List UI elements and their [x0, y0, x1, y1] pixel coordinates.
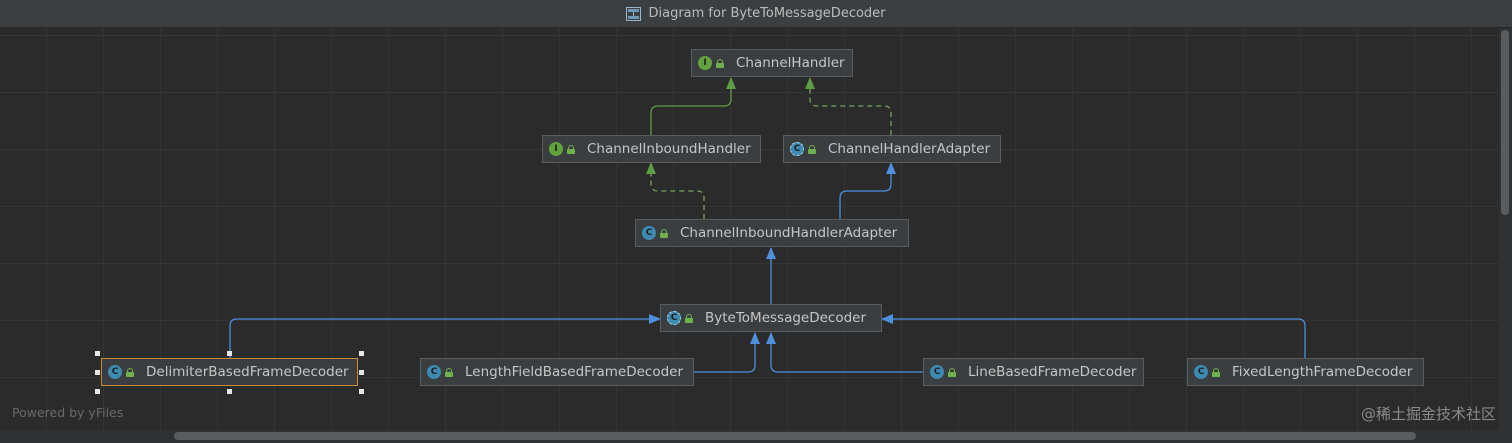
class-icon: C — [108, 365, 122, 379]
edge-fixedlength-to-byte-decoder — [881, 314, 1306, 358]
class-icon: C — [1194, 365, 1208, 379]
abstract-class-icon: C — [790, 142, 804, 156]
edge-lengthfield-to-byte-decoder — [694, 332, 760, 373]
horizontal-scrollbar-thumb[interactable] — [174, 432, 1416, 440]
resize-handle-top-right[interactable] — [359, 351, 364, 356]
interface-icon: I — [698, 56, 712, 70]
node-line-based-frame-decoder[interactable]: C LineBasedFrameDecoder — [923, 358, 1144, 386]
node-channel-handler-adapter[interactable]: C ChannelHandlerAdapter — [783, 135, 1001, 163]
node-label: ChannelInboundHandler — [587, 141, 751, 157]
edge-linebased-to-byte-decoder — [766, 332, 923, 373]
diagram-canvas[interactable]: I ChannelHandler I ChannelInboundHandler… — [0, 28, 1499, 430]
public-lock-icon — [948, 367, 956, 377]
abstract-class-icon: C — [667, 311, 681, 325]
node-label: LengthFieldBasedFrameDecoder — [465, 364, 684, 380]
node-label: ChannelHandlerAdapter — [828, 141, 991, 157]
resize-handle-top[interactable] — [227, 351, 232, 356]
public-lock-icon — [716, 58, 724, 68]
class-icon: C — [930, 365, 944, 379]
window-title: Diagram for ByteToMessageDecoder — [648, 6, 886, 21]
edge-inbound-handler-to-handler — [650, 77, 736, 135]
node-label: ByteToMessageDecoder — [705, 310, 867, 326]
public-lock-icon — [1212, 367, 1220, 377]
public-lock-icon — [685, 313, 693, 323]
watermark-text: @稀土掘金技术社区 — [1360, 405, 1496, 423]
public-lock-icon — [808, 144, 816, 154]
vertical-scrollbar[interactable] — [1499, 28, 1512, 430]
node-delimiter-based-frame-decoder[interactable]: C DelimiterBasedFrameDecoder — [101, 358, 358, 386]
edge-inbound-adapter-to-handler-adapter — [839, 162, 896, 219]
resize-handle-right[interactable] — [359, 370, 364, 375]
public-lock-icon — [660, 228, 668, 238]
class-icon: C — [642, 226, 656, 240]
edge-delimiter-to-byte-decoder — [229, 314, 661, 358]
public-lock-icon — [126, 367, 134, 377]
resize-handle-top-left[interactable] — [95, 351, 100, 356]
class-icon: C — [427, 365, 441, 379]
interface-icon: I — [549, 142, 563, 156]
diagram-title-bar: Diagram for ByteToMessageDecoder — [0, 0, 1512, 28]
vertical-scrollbar-thumb[interactable] — [1501, 30, 1509, 215]
node-byte-to-message-decoder[interactable]: C ByteToMessageDecoder — [660, 304, 882, 332]
uml-diagram-icon — [626, 6, 642, 21]
resize-handle-bottom[interactable] — [227, 389, 232, 394]
resize-handle-bottom-right[interactable] — [359, 389, 364, 394]
node-channel-handler[interactable]: I ChannelHandler — [691, 49, 853, 77]
node-fixed-length-frame-decoder[interactable]: C FixedLengthFrameDecoder — [1187, 358, 1424, 386]
node-length-field-based-frame-decoder[interactable]: C LengthFieldBasedFrameDecoder — [420, 358, 694, 386]
inheritance-edges — [229, 77, 1306, 373]
edge-handler-adapter-to-handler[interactable] — [805, 77, 892, 135]
node-label: FixedLengthFrameDecoder — [1232, 364, 1413, 380]
edge-inbound-adapter-to-inbound-handler — [646, 162, 705, 219]
node-label: ChannelInboundHandlerAdapter — [680, 225, 898, 241]
node-channel-inbound-handler[interactable]: I ChannelInboundHandler — [542, 135, 761, 163]
node-label: LineBasedFrameDecoder — [968, 364, 1137, 380]
horizontal-scrollbar[interactable] — [0, 430, 1512, 443]
resize-handle-bottom-left[interactable] — [95, 389, 100, 394]
node-label: DelimiterBasedFrameDecoder — [146, 364, 349, 380]
resize-handle-left[interactable] — [95, 370, 100, 375]
node-channel-inbound-handler-adapter[interactable]: C ChannelInboundHandlerAdapter — [635, 219, 909, 247]
public-lock-icon — [567, 144, 575, 154]
public-lock-icon — [445, 367, 453, 377]
powered-by-label: Powered by yFiles — [12, 405, 124, 420]
node-label: ChannelHandler — [736, 55, 845, 71]
